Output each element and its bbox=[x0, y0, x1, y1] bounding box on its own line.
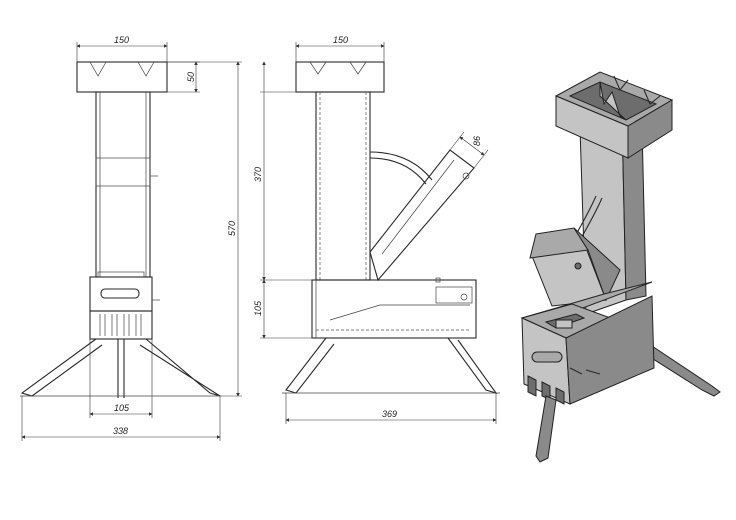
front-feed-tube bbox=[95, 157, 151, 187]
front-firebox bbox=[89, 276, 153, 312]
front-dimensions: 150 50 570 105 338 bbox=[21, 35, 242, 441]
iso-leg-front bbox=[535, 395, 557, 463]
front-door-handle bbox=[100, 288, 140, 299]
side-door bbox=[435, 286, 473, 304]
side-firebox bbox=[311, 279, 477, 339]
dim-side-feed-width: 86 bbox=[472, 136, 482, 146]
dim-front-total-height: 570 bbox=[227, 221, 237, 236]
dim-front-top-height: 50 bbox=[186, 72, 196, 82]
side-handle bbox=[369, 151, 433, 181]
dim-front-top-width: 150 bbox=[114, 35, 129, 45]
dim-side-total-length: 369 bbox=[382, 409, 397, 419]
dim-front-base-width: 105 bbox=[114, 403, 130, 413]
front-leg-left bbox=[20, 338, 103, 397]
front-leg-right bbox=[139, 338, 221, 397]
side-chimney bbox=[315, 91, 371, 281]
side-view bbox=[282, 61, 500, 394]
front-view bbox=[20, 61, 222, 398]
dim-side-box-height: 105 bbox=[253, 300, 263, 316]
dim-side-chimney-height: 370 bbox=[253, 167, 263, 182]
front-ash-grate bbox=[89, 310, 153, 340]
dim-front-leg-span: 338 bbox=[113, 426, 128, 436]
dim-side-top-width: 150 bbox=[333, 35, 348, 45]
side-leg-left bbox=[285, 337, 335, 394]
side-dimensions: 150 370 105 86 369 bbox=[253, 35, 497, 424]
side-top-rest bbox=[295, 61, 385, 93]
isometric-view bbox=[520, 71, 721, 463]
front-top-notches bbox=[89, 61, 155, 77]
side-leg-right bbox=[447, 337, 498, 394]
iso-door-handle bbox=[531, 351, 563, 363]
front-top-rest bbox=[76, 61, 168, 93]
front-leg-center bbox=[117, 339, 125, 398]
front-chimney bbox=[95, 91, 151, 278]
